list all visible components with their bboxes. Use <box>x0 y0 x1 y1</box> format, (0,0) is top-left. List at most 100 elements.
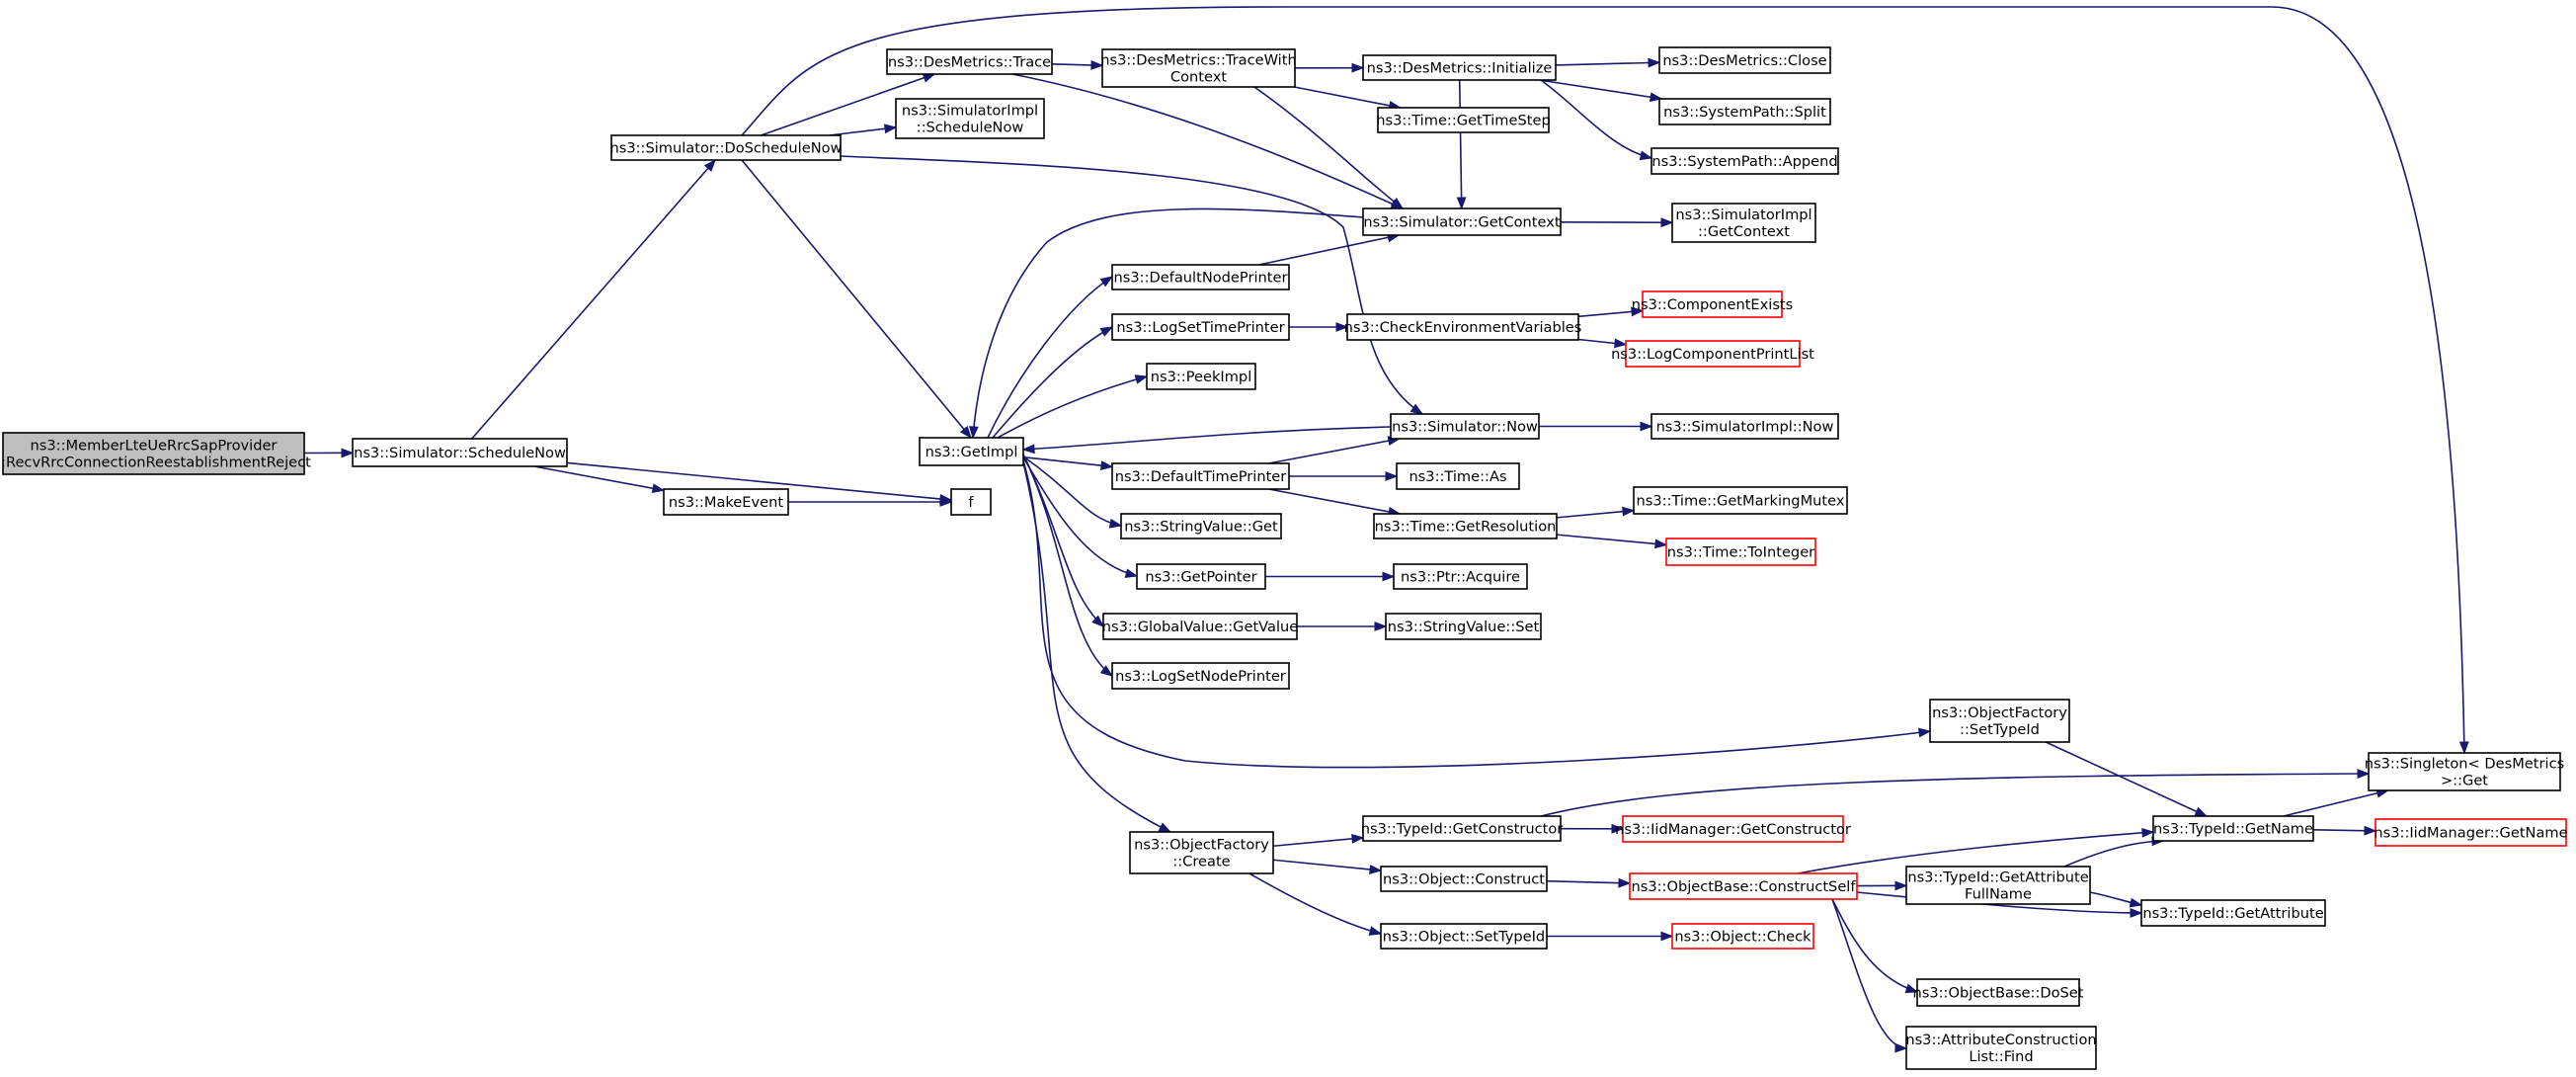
call-edge-makeEvent-to-f <box>788 497 953 507</box>
node-box <box>2140 899 2326 927</box>
function-node-timeAs[interactable]: ns3::Time::As <box>1396 462 1520 490</box>
node-label: ns3::GetPointer <box>1145 569 1256 586</box>
function-node-tidGetAttr[interactable]: ns3::TypeId::GetAttribute <box>2140 899 2326 927</box>
function-node-strGet[interactable]: ns3::StringValue::Get <box>1120 513 1282 539</box>
node-box <box>1393 563 1528 590</box>
node-label: ns3::GetImpl <box>926 444 1018 460</box>
node-label: ns3::TypeId::GetAttribute <box>1907 870 2088 886</box>
node-label: ns3::SimulatorImpl <box>1675 207 1811 223</box>
node-label: ns3::DesMetrics::TraceWith <box>1100 52 1296 69</box>
function-node-root[interactable]: ns3::MemberLteUeRrcSapProvider::RecvRrcC… <box>0 432 311 475</box>
call-edge-logSetTime-to-checkEnv <box>1289 322 1349 332</box>
node-box <box>1362 815 1562 842</box>
call-edge-gvGet-to-strSet <box>1297 621 1388 631</box>
function-node-defTimePrinter[interactable]: ns3::DefaultTimePrinter <box>1111 462 1290 490</box>
node-label: ns3::DefaultTimePrinter <box>1115 468 1287 485</box>
function-node-simNow[interactable]: ns3::Simulator::Now <box>1390 413 1540 440</box>
function-node-singletonGet[interactable]: ns3::Singleton< DesMetrics>::Get <box>2365 752 2564 791</box>
function-node-simImplNow[interactable]: ns3::SimulatorImpl::Now <box>1650 413 1839 440</box>
function-node-spSplit[interactable]: ns3::SystemPath::Split <box>1658 98 1831 125</box>
node-box <box>2375 818 2567 847</box>
node-label: ns3::IidManager::GetConstructor <box>1615 821 1851 838</box>
function-node-dmTrace[interactable]: ns3::DesMetrics::Trace <box>886 48 1053 75</box>
node-label: ::SetTypeId <box>1960 721 2040 738</box>
function-node-ptrAcquire[interactable]: ns3::Ptr::Acquire <box>1393 563 1528 590</box>
call-edge-doScheduleNow-to-getImpl <box>741 159 972 440</box>
node-label: f <box>968 494 974 511</box>
function-node-checkEnv[interactable]: ns3::CheckEnvironmentVariables <box>1344 313 1582 341</box>
call-edge-doScheduleNow-to-singletonGet <box>741 6 2469 755</box>
call-edge-getImpl-to-defNodePrinter <box>987 276 1114 439</box>
call-edge-tidGetName-to-singletonGet <box>2283 787 2390 817</box>
function-node-spAppend[interactable]: ns3::SystemPath::Append <box>1650 147 1839 175</box>
node-label: ns3::Simulator::ScheduleNow <box>354 445 566 461</box>
call-edge-objSetType-to-objCheck <box>1547 931 1674 942</box>
function-node-makeEvent[interactable]: ns3::MakeEvent <box>663 488 789 516</box>
node-label: ns3::Time::ToInteger <box>1667 544 1814 561</box>
function-node-gvGet[interactable]: ns3::GlobalValue::GetValue <box>1102 613 1299 640</box>
function-node-timeStep[interactable]: ns3::Time::GetTimeStep <box>1376 107 1551 133</box>
call-edge-tidGetCtor-to-iidGetCtor <box>1560 823 1625 834</box>
node-box <box>1111 662 1290 690</box>
function-node-compExists[interactable]: ns3::ComponentExists <box>1632 290 1794 318</box>
node-box <box>1905 866 2091 905</box>
function-node-iidGetCtor[interactable]: ns3::IidManager::GetConstructor <box>1615 815 1851 843</box>
node-label: ::ScheduleNow <box>917 120 1024 136</box>
function-node-objCheck[interactable]: ns3::Object::Check <box>1671 923 1814 950</box>
function-node-getPointer[interactable]: ns3::GetPointer <box>1136 563 1266 590</box>
node-label: ns3::SystemPath::Append <box>1651 153 1837 170</box>
node-label: ns3::AttributeConstruction <box>1905 1032 2096 1048</box>
function-node-f[interactable]: f <box>950 488 992 516</box>
function-node-ofCreate[interactable]: ns3::ObjectFactory::Create <box>1129 831 1274 874</box>
node-box <box>2368 752 2561 791</box>
call-edge-tidGetName-to-iidGetName <box>2312 825 2377 836</box>
node-label: ns3::TypeId::GetConstructor <box>1361 821 1564 838</box>
function-node-dmClose[interactable]: ns3::DesMetrics::Close <box>1658 46 1831 74</box>
node-label: ns3::CheckEnvironmentVariables <box>1344 319 1582 336</box>
call-edge-traceWithCtx-to-timeStep <box>1294 86 1403 111</box>
node-label: ns3::Time::As <box>1409 468 1506 485</box>
function-node-peekImpl[interactable]: ns3::PeekImpl <box>1146 363 1256 390</box>
function-node-getRes[interactable]: ns3::Time::GetResolution <box>1373 513 1558 539</box>
function-node-ofSetType[interactable]: ns3::ObjectFactory::SetTypeId <box>1929 699 2070 743</box>
function-node-scheduleNow[interactable]: ns3::Simulator::ScheduleNow <box>352 438 568 467</box>
node-box <box>1362 54 1557 81</box>
function-node-obConstructSelf[interactable]: ns3::ObjectBase::ConstructSelf <box>1629 872 1858 900</box>
function-node-tidGetCtor[interactable]: ns3::TypeId::GetConstructor <box>1361 815 1564 842</box>
function-node-toInteger[interactable]: ns3::Time::ToInteger <box>1665 538 1816 566</box>
function-node-strSet[interactable]: ns3::StringValue::Set <box>1385 613 1542 640</box>
call-edge-getImpl-to-ofSetType <box>1022 459 1932 769</box>
function-node-logCompList[interactable]: ns3::LogComponentPrintList <box>1611 340 1814 368</box>
node-box <box>1671 923 1814 950</box>
function-node-simImplGetCtx[interactable]: ns3::SimulatorImpl::GetContext <box>1671 203 1816 243</box>
node-label: ns3::MemberLteUeRrcSapProvider <box>31 438 278 455</box>
call-edge-doScheduleNow-to-simImplSchedNow <box>829 124 898 136</box>
function-node-tidGetName[interactable]: ns3::TypeId::GetName <box>2152 815 2314 842</box>
function-node-getContext[interactable]: ns3::Simulator::GetContext <box>1362 207 1562 236</box>
function-node-obDoSet[interactable]: ns3::ObjectBase::DoSet <box>1912 978 2084 1007</box>
function-node-simImplSchedNow[interactable]: ns3::SimulatorImpl::ScheduleNow <box>895 98 1045 139</box>
node-label: ns3::ComponentExists <box>1632 296 1794 313</box>
function-node-logSetTime[interactable]: ns3::LogSetTimePrinter <box>1111 313 1290 341</box>
node-box <box>2152 815 2314 842</box>
function-node-markMutex[interactable]: ns3::Time::GetMarkingMutex <box>1633 486 1848 515</box>
function-node-getImpl[interactable]: ns3::GetImpl <box>919 437 1024 466</box>
call-edge-simNow-to-getImpl <box>1021 426 1392 455</box>
function-node-logSetNode[interactable]: ns3::LogSetNodePrinter <box>1111 662 1290 690</box>
function-node-objConstruct[interactable]: ns3::Object::Construct <box>1380 866 1548 892</box>
function-node-dmInit[interactable]: ns3::DesMetrics::Initialize <box>1362 54 1557 81</box>
function-node-defNodePrinter[interactable]: ns3::DefaultNodePrinter <box>1111 264 1290 290</box>
call-edge-dmTrace-to-traceWithCtx <box>1051 60 1104 70</box>
function-node-objSetType[interactable]: ns3::Object::SetTypeId <box>1380 923 1548 950</box>
node-box <box>1385 613 1542 640</box>
function-node-iidGetName[interactable]: ns3::IidManager::GetName <box>2374 818 2568 847</box>
node-label: ns3::MakeEvent <box>669 494 784 511</box>
function-node-doScheduleNow[interactable]: ns3::Simulator::DoScheduleNow <box>610 134 843 161</box>
call-edge-dmTrace-to-getContext <box>1011 73 1405 209</box>
node-label: >::Get <box>2441 773 2488 789</box>
call-edge-getImpl-to-strGet <box>1022 456 1123 529</box>
